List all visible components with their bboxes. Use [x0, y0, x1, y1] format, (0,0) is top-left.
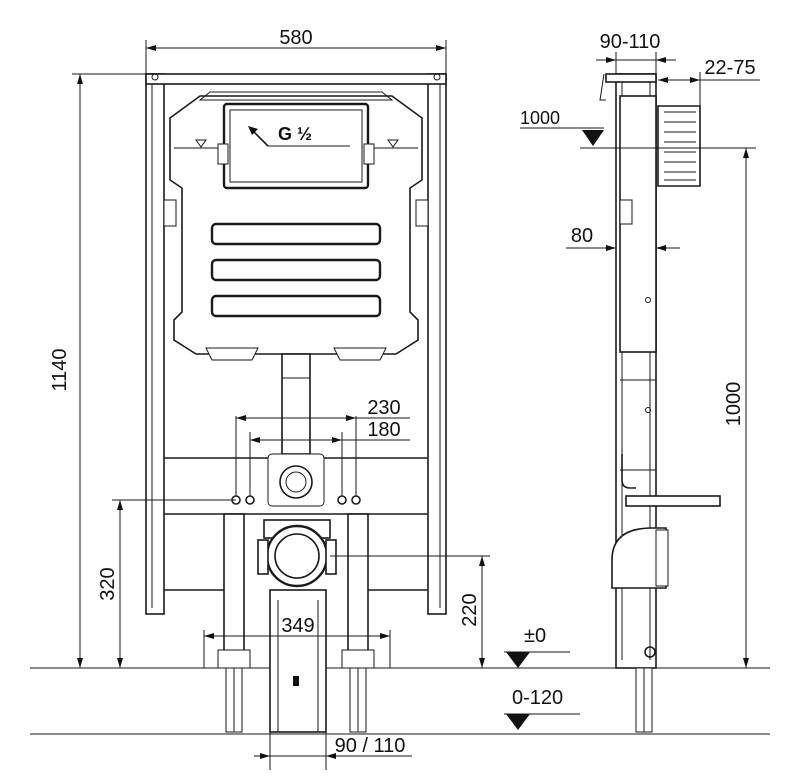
- dim-230: 230: [367, 397, 400, 419]
- dim-580: 580: [279, 27, 312, 49]
- side-dimensions: 90-110 22-75 1000 80 1000: [520, 31, 760, 668]
- level-1000: 1000: [520, 108, 560, 128]
- front-view: G ½: [145, 73, 447, 733]
- level-zero: ±0: [524, 625, 546, 647]
- dim-320: 320: [97, 567, 119, 600]
- dim-80: 80: [571, 225, 593, 247]
- dim-180: 180: [367, 419, 400, 441]
- connection-label: G ½: [278, 124, 312, 144]
- dim-90-110-side: 90-110: [600, 31, 661, 53]
- dim-1140: 1140: [49, 348, 71, 391]
- dim-349: 349: [281, 615, 314, 637]
- dim-22-75: 22-75: [704, 57, 755, 79]
- front-dimensions: 580 1140 230 180 320 220: [49, 27, 580, 770]
- dim-90-110: 90 / 110: [335, 735, 406, 757]
- floor-lines: [30, 667, 770, 735]
- floor-range: 0-120: [512, 687, 563, 709]
- dim-1000-vertical: 1000: [723, 382, 745, 427]
- dim-220: 220: [459, 593, 481, 626]
- side-view: [599, 73, 721, 733]
